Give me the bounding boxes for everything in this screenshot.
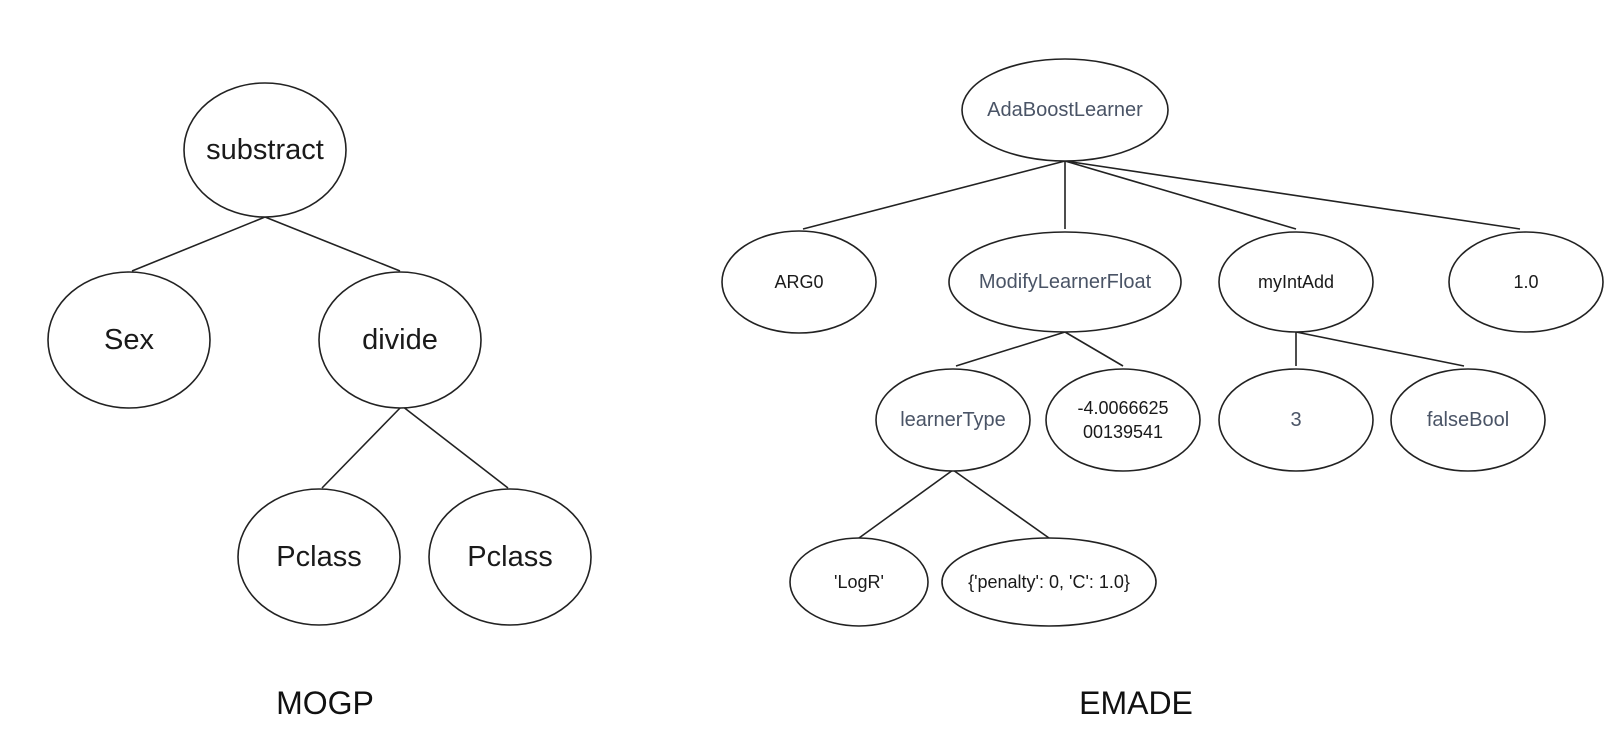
node-float-label-line2: 00139541	[1083, 422, 1163, 442]
node-falsebool-label: falseBool	[1427, 409, 1509, 431]
node-params-label: {'penalty': 0, 'C': 1.0}	[968, 572, 1130, 592]
node-arg0: ARG0	[721, 230, 877, 334]
node-three-label: 3	[1290, 409, 1301, 431]
node-myintadd: myIntAdd	[1218, 231, 1374, 333]
node-pclass-2-label: Pclass	[467, 541, 552, 573]
node-learnertype-label: learnerType	[900, 409, 1006, 431]
node-logr-label: 'LogR'	[834, 572, 884, 592]
edge-modify-float	[1064, 331, 1124, 367]
edge-adaboost-one	[1064, 160, 1521, 230]
node-divide: divide	[318, 271, 482, 409]
node-substract-label: substract	[206, 134, 324, 166]
node-one-label: 1.0	[1513, 272, 1538, 292]
edge-modify-learnertype	[955, 331, 1066, 367]
edge-adaboost-arg0	[802, 160, 1066, 230]
edge-divide-pclass-1	[321, 405, 403, 489]
node-sex: Sex	[47, 271, 211, 409]
node-pclass-1: Pclass	[237, 488, 401, 626]
node-float: -4.0066625 00139541	[1045, 368, 1201, 472]
edge-learnertype-params	[952, 469, 1050, 539]
node-logr: 'LogR'	[789, 537, 929, 627]
node-pclass-2: Pclass	[428, 488, 592, 626]
edge-myintadd-falsebool	[1295, 331, 1465, 367]
mogp-tree: substract Sex divide Pclass Pclass MOGP	[47, 82, 592, 721]
node-substract: substract	[183, 82, 347, 218]
node-one: 1.0	[1448, 231, 1604, 333]
emade-caption: EMADE	[1079, 685, 1193, 721]
node-adaboost-label: AdaBoostLearner	[987, 99, 1143, 121]
node-params: {'penalty': 0, 'C': 1.0}	[941, 537, 1157, 627]
node-sex-label: Sex	[104, 324, 154, 356]
node-pclass-1-label: Pclass	[276, 541, 361, 573]
emade-tree: AdaBoostLearner ARG0 ModifyLearnerFloat …	[721, 58, 1604, 721]
mogp-caption: MOGP	[276, 685, 374, 721]
node-myintadd-label: myIntAdd	[1258, 272, 1334, 292]
edge-learnertype-logr	[858, 469, 954, 539]
edge-divide-pclass-2	[401, 405, 509, 489]
node-learnertype: learnerType	[875, 368, 1031, 472]
edge-substract-divide	[264, 216, 401, 272]
node-three: 3	[1218, 368, 1374, 472]
node-divide-label: divide	[362, 324, 438, 356]
node-float-label-line1: -4.0066625	[1077, 398, 1168, 418]
node-modify: ModifyLearnerFloat	[948, 231, 1182, 333]
node-arg0-label: ARG0	[774, 272, 823, 292]
node-falsebool: falseBool	[1390, 368, 1546, 472]
edge-substract-sex	[131, 216, 266, 272]
node-modify-label: ModifyLearnerFloat	[979, 271, 1152, 293]
node-adaboost: AdaBoostLearner	[961, 58, 1169, 162]
edge-adaboost-myintadd	[1064, 160, 1297, 230]
